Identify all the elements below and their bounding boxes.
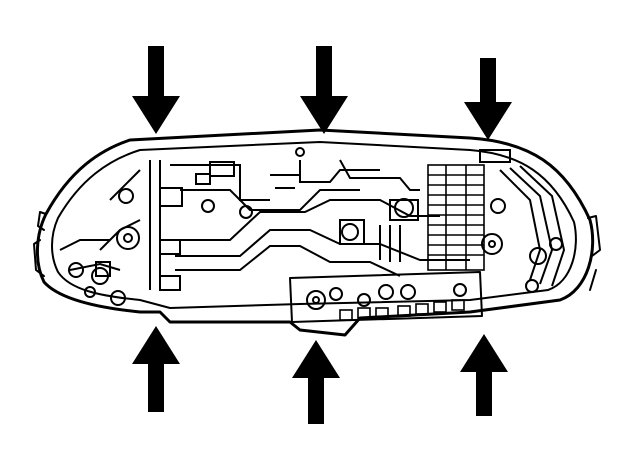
- circuit-traces: [59, 159, 566, 290]
- arrow-top-left: [132, 46, 180, 134]
- board-components: [95, 149, 511, 291]
- left-mounting-tab: [33, 211, 47, 277]
- arrow-bottom-center: [292, 340, 340, 424]
- arrow-top-right: [464, 58, 512, 140]
- arrows: [132, 46, 512, 424]
- right-mounting-tab: [587, 215, 601, 291]
- connector-block: [289, 271, 483, 323]
- arrow-bottom-left: [132, 326, 180, 412]
- arrow-bottom-right: [460, 334, 508, 416]
- cluster-housing-outline: [35, 128, 595, 337]
- bulb-sockets: [68, 147, 563, 310]
- circuit-board-outline: [51, 141, 577, 309]
- arrow-top-center: [300, 46, 348, 134]
- ribbon-connector: [427, 164, 485, 271]
- connector-cavities: [339, 299, 465, 321]
